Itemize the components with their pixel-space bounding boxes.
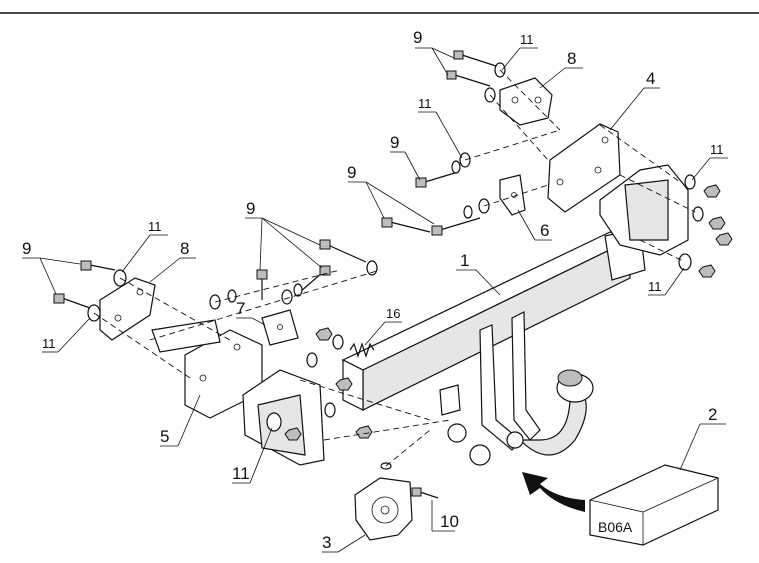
callout-8-left: 8 — [180, 239, 189, 258]
washer — [281, 289, 293, 305]
callout-9-top: 9 — [413, 28, 422, 47]
callout-11-left-top: 11 — [148, 219, 162, 234]
bolt — [80, 260, 116, 271]
leader-lines — [22, 47, 728, 553]
callout-8-top: 8 — [567, 49, 576, 68]
kit-box: B06A — [589, 464, 719, 546]
bolt — [381, 217, 431, 233]
nut — [335, 377, 353, 391]
right-mounting-plate — [547, 123, 689, 256]
nut — [703, 184, 721, 198]
callout-5: 5 — [160, 427, 169, 446]
callout-9-mid: 9 — [390, 133, 399, 152]
upper-side-plate — [499, 77, 553, 126]
callout-10: 10 — [440, 512, 459, 531]
bolt — [415, 171, 459, 188]
washer — [306, 352, 318, 368]
washer — [227, 289, 237, 303]
arrow-icon — [522, 472, 585, 512]
bolt — [411, 487, 439, 499]
washer — [692, 206, 704, 222]
bolt — [431, 217, 481, 236]
nut — [284, 427, 302, 441]
washer — [463, 205, 473, 219]
callout-11-right: 11 — [710, 142, 724, 157]
callout-9-center: 9 — [246, 199, 255, 218]
nut — [708, 216, 726, 230]
callout-9-left: 9 — [22, 239, 31, 258]
bolt — [319, 239, 367, 263]
left-side-plate — [99, 277, 156, 341]
callout-1: 1 — [460, 251, 469, 270]
callout-6: 6 — [540, 221, 549, 240]
bolt — [299, 265, 331, 293]
nut — [355, 425, 373, 439]
small-bracket-6 — [499, 174, 526, 216]
callout-11-lower-left: 11 — [232, 464, 250, 483]
spring — [332, 334, 375, 358]
bolt — [53, 293, 91, 309]
bolt — [256, 269, 268, 300]
bolt — [446, 70, 491, 87]
left-mounting-plate — [151, 319, 325, 466]
callout-7: 7 — [236, 299, 245, 318]
nut — [715, 232, 733, 246]
washer — [293, 283, 303, 297]
callout-2: 2 — [708, 405, 717, 424]
small-bracket-7 — [261, 309, 299, 346]
callout-3: 3 — [322, 533, 331, 552]
callout-11-lower-right: 11 — [648, 279, 662, 294]
kit-box-code: B06A — [598, 519, 633, 535]
washer — [266, 412, 282, 432]
bolts — [53, 50, 497, 499]
callout-4: 4 — [646, 69, 655, 88]
washer — [684, 174, 696, 190]
callout-11-top: 11 — [520, 32, 534, 47]
nut — [698, 264, 716, 278]
callout-11-upper: 11 — [418, 96, 432, 111]
callout-11-left-bottom: 11 — [42, 336, 56, 351]
washer — [324, 402, 336, 418]
assembly-lines — [93, 69, 696, 467]
socket-plate — [354, 477, 413, 541]
callout-16: 16 — [386, 306, 400, 321]
callout-9-group: 9 — [347, 163, 356, 182]
washer — [451, 160, 461, 174]
bolt — [453, 50, 497, 67]
tow-hitch — [439, 311, 594, 466]
nut — [315, 327, 333, 341]
callout-labels: 9 11 8 4 11 9 11 9 6 9 11 9 8 1 11 7 16 … — [22, 28, 724, 552]
